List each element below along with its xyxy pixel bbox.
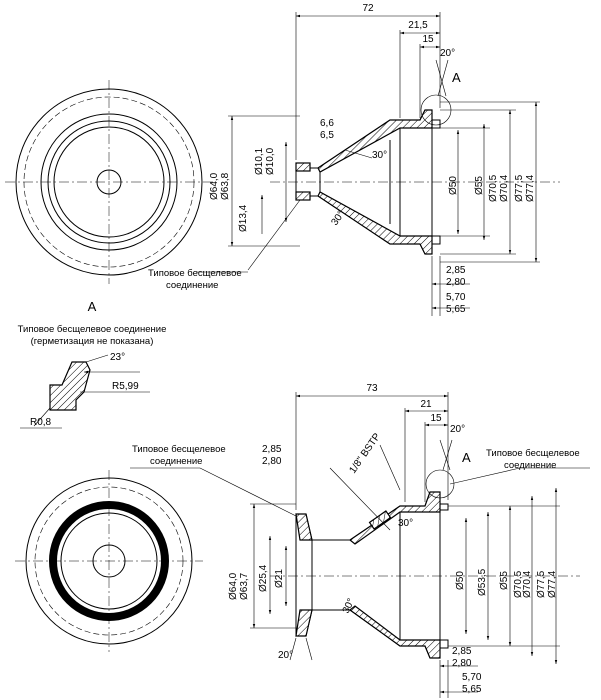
dia-55-lower: Ø55 xyxy=(499,571,510,590)
lower-section-view xyxy=(130,392,590,698)
detail-a-view xyxy=(20,354,150,429)
right-joint-line-1: Типовое бесщелевое xyxy=(486,448,580,459)
joint-label-line-1: Типовое бесщелевое xyxy=(148,268,242,279)
dia-10-0: Ø10,0 xyxy=(265,147,276,175)
upper-labels: 72 21,5 15 20° A 6,6 6,5 30° 30° Ø10,1 Ø… xyxy=(148,3,536,315)
dim-5-65: 5,65 xyxy=(446,304,466,315)
upper-end-view xyxy=(5,80,213,284)
dia-25-4: Ø25,4 xyxy=(258,564,269,592)
dim-2-85-lower: 2,85 xyxy=(262,444,282,455)
angle-20-bottom: 20° xyxy=(278,650,293,661)
dia-63-8: Ø63,8 xyxy=(220,172,231,200)
dia-63-7: Ø63,7 xyxy=(239,572,250,600)
dim-6-5: 6,5 xyxy=(320,130,334,141)
angle-23: 23° xyxy=(110,352,125,363)
dia-13-4: Ø13,4 xyxy=(238,204,249,232)
detail-labels: A Типовое бесщелевое соединение (гермети… xyxy=(18,299,167,428)
left-joint-line-2: соединение xyxy=(150,456,202,467)
detail-ref-a-lower: A xyxy=(462,450,471,465)
dim-6-6: 6,6 xyxy=(320,118,334,129)
left-joint-line-1: Типовое бесщелевое xyxy=(132,444,226,455)
detail-ref-a: A xyxy=(452,70,461,85)
dia-70-5: Ø70,5 xyxy=(488,174,499,202)
dia-50-lower: Ø50 xyxy=(455,571,466,590)
dim-5-65-lower: 5,65 xyxy=(462,684,482,695)
dia-77-4-lower: Ø77,4 xyxy=(547,570,558,598)
lower-end-view xyxy=(15,470,203,652)
dia-70-5-lower: Ø70,5 xyxy=(513,570,524,598)
dim-21-5: 21,5 xyxy=(408,20,428,31)
dia-21: Ø21 xyxy=(274,569,285,588)
dia-53-5: Ø53,5 xyxy=(477,568,488,596)
dim-21: 21 xyxy=(420,399,432,410)
angle-20-top: 20° xyxy=(450,424,465,435)
dim-2-80-bottom: 2,80 xyxy=(452,658,472,669)
detail-title: A xyxy=(88,299,97,314)
radius-5-99: R5,99 xyxy=(112,381,139,392)
angle-20: 20° xyxy=(440,48,455,59)
joint-label-line-2: соединение xyxy=(166,280,218,291)
dia-64-0-lower: Ø64,0 xyxy=(228,572,239,600)
dim-2-85-bottom: 2,85 xyxy=(452,646,472,657)
dim-15-lower: 15 xyxy=(430,413,442,424)
dim-2-85: 2,85 xyxy=(446,265,466,276)
upper-section-view xyxy=(196,12,560,316)
thread-spec: 1/8" BSTP xyxy=(347,431,383,476)
dia-55: Ø55 xyxy=(474,176,485,195)
right-joint-line-2: соединение xyxy=(504,460,556,471)
dia-77-4: Ø77,4 xyxy=(525,174,536,202)
detail-caption-2: (герметизация не показана) xyxy=(31,336,154,347)
dim-15: 15 xyxy=(422,34,434,45)
angle-30-a-lower: 30° xyxy=(398,518,413,529)
dia-70-4-lower: Ø70,4 xyxy=(522,570,533,598)
dia-10-1: Ø10,1 xyxy=(254,147,265,175)
dim-72: 72 xyxy=(362,3,374,14)
radius-0-8: R0,8 xyxy=(30,417,52,428)
dim-5-70: 5,70 xyxy=(446,292,466,303)
angle-30-a: 30° xyxy=(372,150,387,161)
dia-70-4: Ø70,4 xyxy=(499,174,510,202)
dia-64-0: Ø64,0 xyxy=(209,172,220,200)
dim-73: 73 xyxy=(366,383,378,394)
dim-5-70-lower: 5,70 xyxy=(462,672,482,683)
dia-77-5: Ø77,5 xyxy=(514,174,525,202)
dim-2-80: 2,80 xyxy=(446,277,466,288)
dim-2-80-lower: 2,80 xyxy=(262,456,282,467)
dia-77-5-lower: Ø77,5 xyxy=(536,570,547,598)
dia-50: Ø50 xyxy=(448,176,459,195)
detail-caption-1: Типовое бесщелевое соединение xyxy=(18,324,167,335)
